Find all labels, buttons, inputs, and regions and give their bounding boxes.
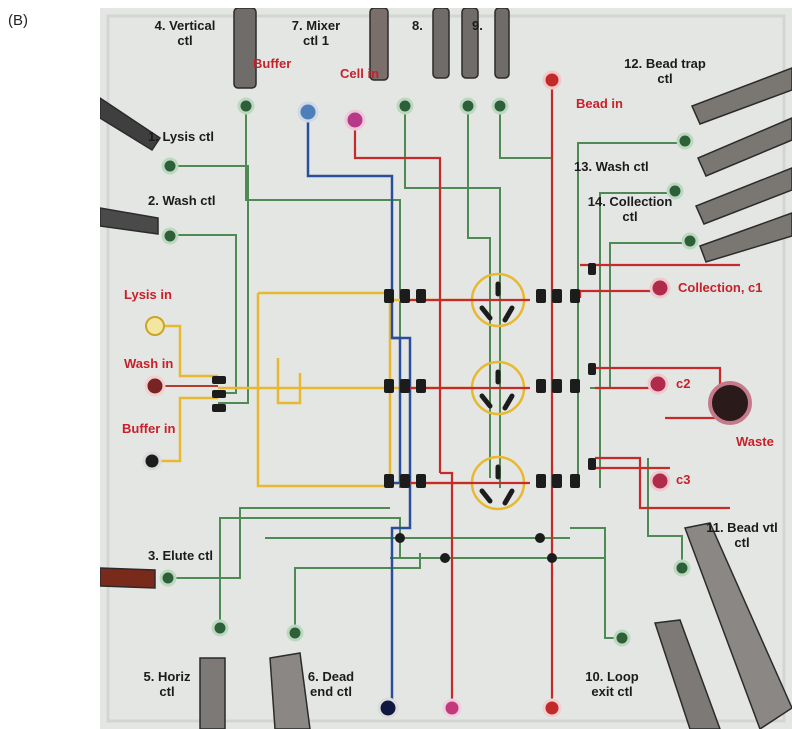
label-ctl-8: 8. [412, 18, 423, 33]
label-bead-vtl-ctl: 11. Bead vtl ctl [692, 520, 792, 550]
label-wash-in: Wash in [124, 356, 174, 371]
chip-schematic [100, 8, 792, 729]
panel-letter: (B) [8, 12, 28, 29]
label-dead-end-ctl-line1: 6. Dead [307, 669, 355, 684]
inlet-ports [142, 70, 752, 719]
label-bead-vtl-ctl-line1: 11. Bead vtl [706, 520, 778, 535]
microfluidic-chip-photo: 4. Vertical ctl 7. Mixer ctl 1 8. 9. Buf… [100, 8, 792, 729]
label-lysis-in: Lysis in [124, 287, 172, 302]
label-ctl-9: 9. [472, 18, 483, 33]
label-wash-ctl-left: 2. Wash ctl [148, 193, 216, 208]
tubing-connectors [100, 8, 792, 729]
valve-dots [212, 263, 596, 563]
label-loop-exit-ctl-line2: exit ctl [591, 684, 633, 699]
label-lysis-ctl: 1. Lysis ctl [148, 129, 214, 144]
label-horiz-ctl: 5. Horiz ctl [132, 669, 202, 699]
label-bead-in: Bead in [576, 96, 623, 111]
label-bead-vtl-ctl-line2: ctl [734, 535, 750, 550]
label-bead-trap-ctl-line2: ctl [657, 71, 673, 86]
label-elute-ctl: 3. Elute ctl [148, 548, 214, 563]
label-loop-exit-ctl-line1: 10. Loop [585, 669, 639, 684]
label-bead-trap-ctl-line1: 12. Bead trap [624, 56, 706, 71]
label-collection-ctl-line1: 14. Collection [587, 194, 673, 209]
label-wash-ctl-right: 13. Wash ctl [574, 159, 649, 174]
label-buffer: Buffer [253, 56, 292, 71]
buffer-line [306, 118, 412, 706]
label-mixer-ctl-line1: 7. Mixer [291, 18, 341, 33]
mixer-valves [479, 281, 515, 506]
label-loop-exit-ctl: 10. Loop exit ctl [572, 669, 652, 699]
label-horiz-ctl-line1: 5. Horiz [143, 669, 191, 684]
label-vertical-ctl-line1: 4. Vertical [154, 18, 216, 33]
label-collection-c1: Collection, c1 [678, 280, 763, 295]
label-bead-trap-ctl: 12. Bead trap ctl [610, 56, 720, 86]
label-vertical-ctl: 4. Vertical ctl [140, 18, 230, 48]
label-cell-in: Cell in [340, 66, 380, 81]
label-horiz-ctl-line2: ctl [159, 684, 175, 699]
label-collection-ctl: 14. Collection ctl [570, 194, 690, 224]
label-mixer-ctl-line2: ctl 1 [302, 33, 329, 48]
label-c3: c3 [676, 472, 691, 487]
control-ports [159, 97, 699, 647]
label-buffer-in: Buffer in [122, 421, 176, 436]
label-mixer-ctl: 7. Mixer ctl 1 [276, 18, 356, 48]
label-dead-end-ctl-line2: end ctl [310, 684, 352, 699]
label-vertical-ctl-line2: ctl [177, 33, 193, 48]
label-waste: Waste [736, 434, 774, 449]
label-dead-end-ctl: 6. Dead end ctl [296, 669, 366, 699]
label-c2: c2 [676, 376, 691, 391]
label-collection-ctl-line2: ctl [622, 209, 638, 224]
